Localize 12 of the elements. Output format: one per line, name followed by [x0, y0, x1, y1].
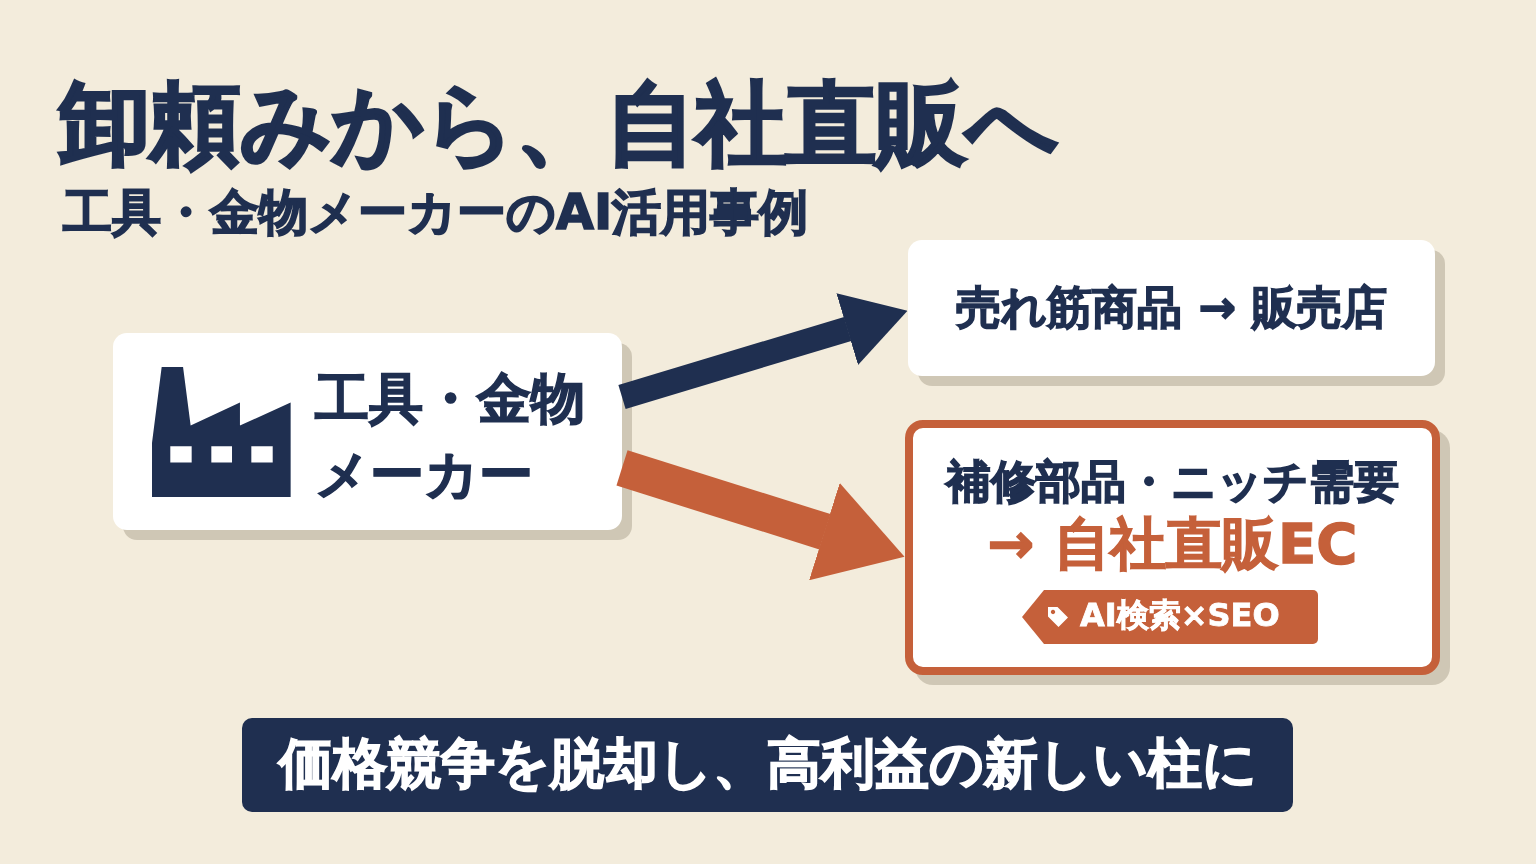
card-title: 補修部品・ニッチ需要 [946, 456, 1399, 508]
card-title: 工具・金物メーカー [315, 366, 586, 508]
conclusion-banner [242, 718, 1293, 812]
tag-text: AI検索×SEO [1080, 597, 1280, 634]
keyword-tag [1022, 590, 1318, 644]
banner-text: 価格競争を脱却し、高利益の新しい柱に [278, 733, 1257, 796]
card-highlight: → 自社直販EC [987, 512, 1358, 577]
card-text: 売れ筋商品 → 販売店 [956, 282, 1387, 334]
subtitle: 工具・金物メーカーのAI活用事例 [63, 185, 809, 242]
arrow [618, 293, 908, 409]
arrow [616, 450, 905, 581]
title: 卸頼みから、自社直販へ [60, 72, 1058, 176]
